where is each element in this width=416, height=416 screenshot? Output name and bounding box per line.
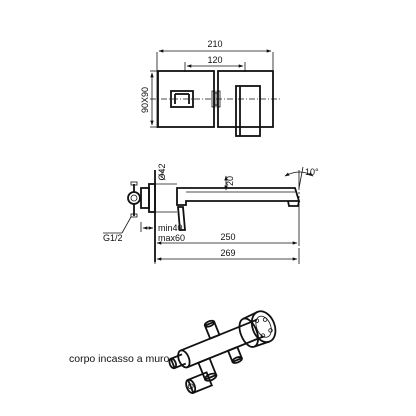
pipe-connector (127, 191, 141, 205)
top-view: 210 120 90X90 (140, 39, 280, 137)
dim-overall-width: 210 (207, 39, 222, 49)
dim-spout-height: 20 (225, 176, 235, 186)
dim-thread: G1/2 (103, 233, 123, 243)
spout-top (235, 85, 261, 137)
top-port (203, 320, 221, 340)
dim-spout-length: 250 (220, 232, 235, 242)
mixer-lever-top (170, 90, 194, 108)
spout-side (176, 187, 301, 206)
dimension-120: 120 (184, 55, 246, 72)
outlet-pipe (169, 353, 187, 370)
side-view: Ø42 20 10° (103, 163, 319, 264)
dimension-250: 250 (156, 206, 300, 246)
dimension-min-max: min40 max60 (140, 222, 185, 243)
dimension-210: 210 (156, 39, 274, 128)
connector-top (211, 90, 221, 108)
mixer-lever-side (177, 206, 186, 231)
in-wall-body-isometric (168, 310, 277, 395)
dim-max-depth: max60 (158, 233, 185, 243)
dimension-angle: 10° (284, 166, 319, 189)
dimension-269: 269 (154, 248, 300, 264)
dim-angle: 10° (305, 167, 319, 177)
caption: corpo incasso a muro (69, 353, 170, 365)
dimension-diameter: Ø42 (157, 163, 167, 180)
dim-diameter: Ø42 (157, 163, 167, 180)
dim-center-distance: 120 (207, 55, 222, 65)
dimension-thread: G1/2 (103, 216, 132, 243)
dim-total-length: 269 (220, 248, 235, 258)
dim-plate-size: 90X90 (140, 87, 150, 113)
body-tube (180, 319, 264, 369)
dim-min-depth: min40 (158, 223, 183, 233)
